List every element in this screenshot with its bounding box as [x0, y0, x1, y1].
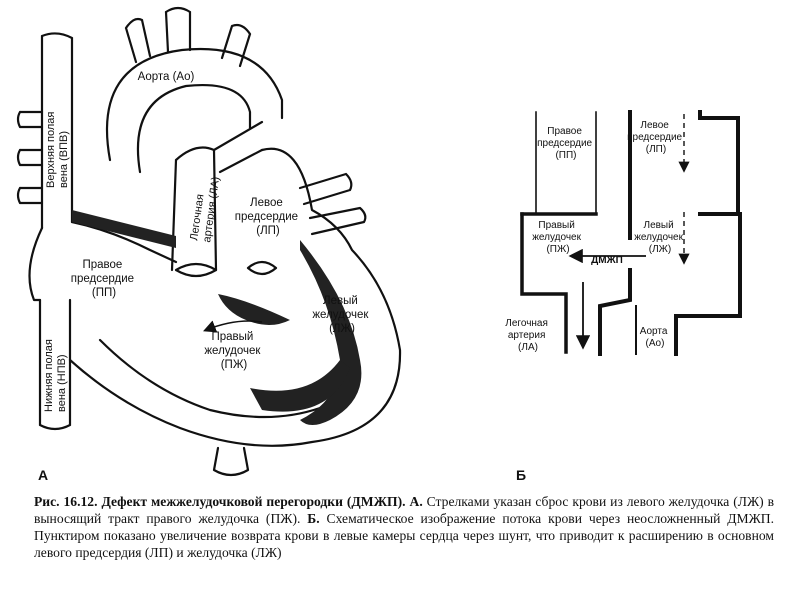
label-left-atrium: Левое предсердие (ЛП) [235, 197, 302, 237]
caption-part-b-letter: Б. [307, 511, 320, 526]
label-right-ventricle: Правый желудочек (ПЖ) [204, 331, 263, 371]
schematic-walls [520, 110, 742, 356]
caption-part-b-text: Схематическое изображение потока крови ч… [34, 511, 774, 560]
caption-part-a-letter: А. [409, 494, 423, 509]
svc-branches [16, 110, 44, 205]
aorta-branches [124, 6, 252, 68]
superior-vena-cava [40, 32, 74, 230]
schematic-label-vsd: ДМЖП [591, 255, 623, 266]
pulmonary-veins [298, 172, 367, 236]
heart-outer-wall [68, 147, 402, 447]
descending-vessel [212, 446, 250, 477]
ventricle-inner-wall [98, 338, 322, 419]
label-pulmonary-artery: Легочная артерия (ЛА) [188, 174, 222, 243]
panel-a-letter: А [38, 467, 48, 483]
aorta-arch [105, 48, 284, 174]
schematic-label-right-ventricle: Правый желудочек (ПЖ) [532, 220, 584, 255]
label-left-ventricle: Левый желудочек (ЛЖ) [312, 295, 371, 335]
caption-title: Дефект межжелудочковой перегородки (ДМЖП… [101, 494, 406, 509]
pulmonary-artery-trunk [170, 120, 264, 272]
inferior-vena-cava [38, 298, 72, 431]
label-right-atrium: Правое предсердие (ПП) [71, 259, 138, 299]
panel-b-letter: Б [516, 467, 526, 483]
schematic-label-pulmonary-artery: Легочная артерия (ЛА) [505, 318, 550, 353]
caption-part-a-text: Стрелками указан сброс крови из левого ж… [34, 494, 775, 526]
figure-caption: Рис. 16.12. Дефект межжелудочковой перег… [34, 493, 774, 561]
caption-figure-number: Рис. 16.12. [34, 494, 98, 509]
schematic-label-right-atrium: Правое предсердие (ПП) [537, 126, 595, 161]
label-aorta: Аорта (Ао) [138, 71, 195, 83]
schematic-label-aorta: Аорта (Ао) [640, 326, 670, 349]
schematic-label-left-ventricle: Левый желудочек (ЛЖ) [634, 220, 686, 255]
label-ivc: Нижняя полая вена (НПВ) [43, 336, 68, 412]
label-svc: Верхняя полая вена (ВПВ) [45, 109, 70, 188]
septum-shading [72, 210, 362, 425]
aortic-valve [246, 260, 278, 276]
schematic-label-left-atrium: Левое предсердие (ЛП) [627, 120, 685, 155]
shunt-arrow [203, 320, 263, 333]
pulmonary-valve [174, 262, 218, 278]
